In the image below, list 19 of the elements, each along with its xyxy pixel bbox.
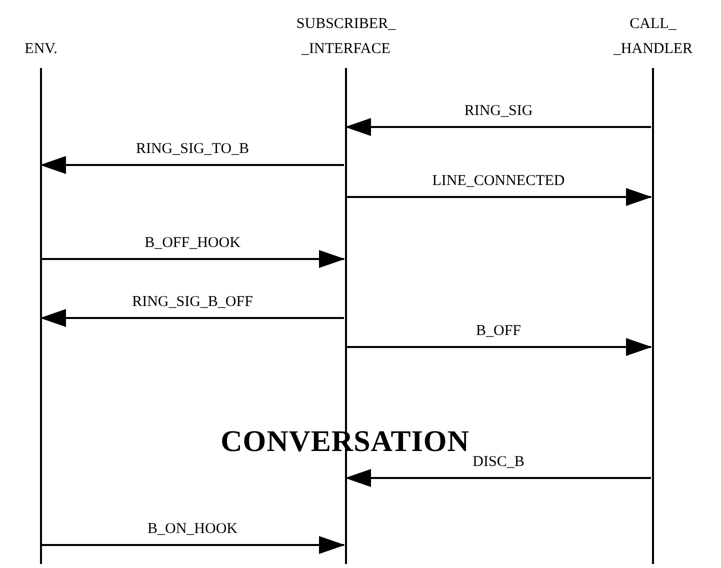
lifeline-label: SUBSCRIBER_ _INTERFACE [295, 15, 397, 59]
edge-label: RING_SIG [462, 102, 535, 120]
arrow [346, 338, 652, 356]
arrow [345, 469, 651, 487]
edge-label: RING_SIG_B_OFF [130, 293, 255, 311]
arrow [40, 309, 344, 327]
edge-label: B_ON_HOOK [146, 520, 240, 538]
arrow [40, 156, 344, 174]
edge-label: DISC_B [470, 453, 526, 471]
edge-label: B_OFF_HOOK [142, 234, 242, 252]
edge-label: B_OFF [474, 322, 524, 340]
arrow [41, 536, 345, 554]
lifeline-label: CALL_ _HANDLER [612, 15, 694, 59]
arrow [41, 250, 345, 268]
arrow [345, 118, 651, 136]
arrow [346, 188, 652, 206]
lifeline-label: ENV. [24, 40, 58, 59]
edge-label: RING_SIG_TO_B [134, 140, 252, 158]
edge-label: LINE_CONNECTED [430, 172, 567, 190]
